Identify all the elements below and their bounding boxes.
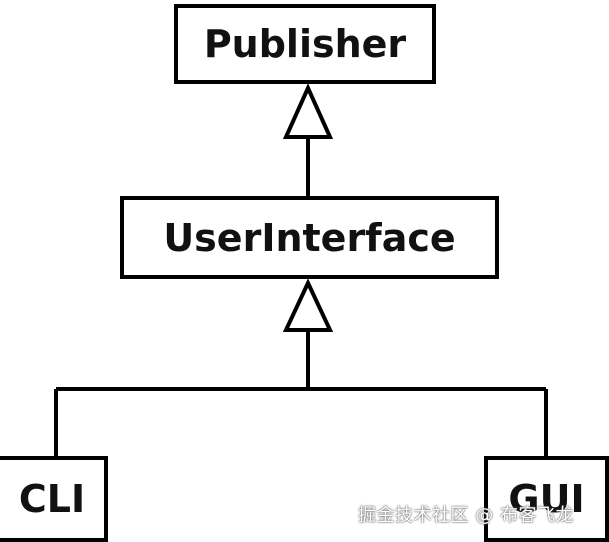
cli-class-label: CLI <box>18 477 86 521</box>
publisher-class-label: Publisher <box>203 22 407 66</box>
cli-class-box: CLI <box>0 456 108 542</box>
publisher-class-box: Publisher <box>174 4 436 84</box>
gui-class-label: GUI <box>508 477 585 521</box>
watermark-text: 掘金技术社区 @ 布客飞龙 <box>358 505 574 526</box>
ui-inheritance-arrowhead <box>282 278 334 332</box>
user-interface-class-box: UserInterface <box>120 196 499 279</box>
publisher-inheritance-arrowhead <box>282 83 334 139</box>
user-interface-class-label: UserInterface <box>163 215 456 260</box>
gui-class-box: GUI <box>484 456 609 542</box>
